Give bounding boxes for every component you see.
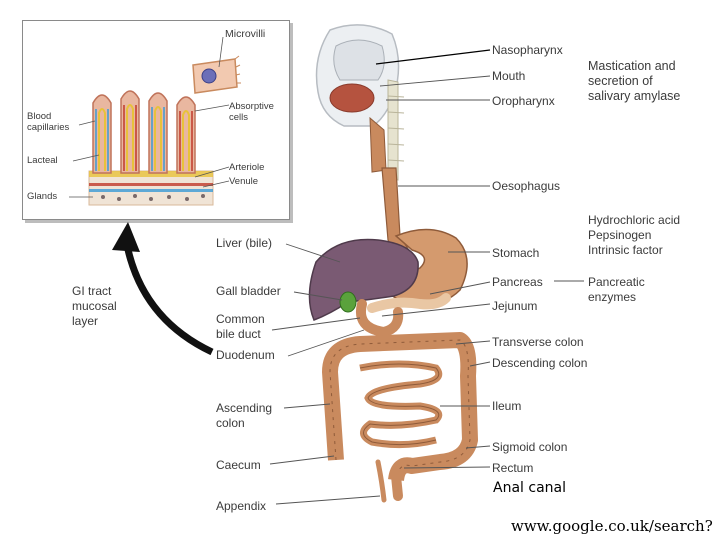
mouth-label: Mouth: [492, 69, 526, 83]
transverse-colon-label: Transverse colon: [492, 335, 584, 349]
anal-canal-label: Anal canal: [493, 480, 566, 496]
lacteal-label: Lacteal: [27, 155, 58, 166]
arrow-head-icon: [112, 222, 140, 252]
source-url[interactable]: www.google.co.uk/search?: [511, 517, 713, 535]
glands-dots: [101, 194, 205, 201]
gall-bladder-label: Gall bladder: [216, 284, 281, 298]
microvilli-label: Microvilli: [225, 28, 266, 40]
oropharynx-label: Oropharynx: [492, 94, 555, 108]
mucosal-arrow: [122, 239, 214, 356]
head-illustration: [315, 24, 405, 181]
mucosal-layer-illustration: [69, 36, 241, 206]
stomach-secretions-label: Hydrochloric acid Pepsinogen Intrinsic f…: [588, 213, 681, 257]
jejunum-label: Jejunum: [492, 299, 538, 313]
villi: [92, 90, 196, 174]
stomach-label: Stomach: [492, 246, 540, 260]
ileum-label: Ileum: [492, 399, 522, 413]
pancreatic-enzymes-label: Pancreatic enzymes: [588, 275, 645, 304]
liver-label: Liver (bile): [216, 236, 273, 250]
duodenum-shape: [356, 299, 404, 338]
rectum-label: Rectum: [492, 461, 534, 475]
arteriole-label: Arteriole: [229, 162, 265, 173]
venule-label: Venule: [229, 176, 259, 187]
absorptive-cells-label: Absorptive cells: [229, 101, 274, 123]
leader-lines: [269, 49, 584, 505]
gall-bladder-shape: [339, 291, 357, 313]
appendix-label: Appendix: [216, 499, 267, 513]
liver-shape: [308, 238, 419, 321]
tongue: [329, 83, 375, 113]
pancreas-label: Pancreas: [492, 275, 543, 289]
ascending-colon-label: Ascending colon: [216, 401, 273, 430]
pancreas-shape: [367, 293, 451, 313]
glands-label: Glands: [27, 191, 58, 202]
rectum-shape: [391, 471, 403, 501]
blood-capillaries-label: Blood capillaries: [27, 111, 70, 133]
pharynx: [369, 116, 387, 173]
caecum-label: Caecum: [216, 458, 261, 472]
mucosal-layer-label: GI tract mucosal layer: [72, 284, 117, 328]
nasopharynx-label: Nasopharynx: [492, 43, 563, 57]
sigmoid-colon-label: Sigmoid colon: [492, 440, 568, 454]
mastication-function-label: Mastication and secretion of salivary am…: [588, 59, 681, 103]
mucosal-layer-inset: Microvilli Absorptive cells Blood capill…: [22, 20, 290, 220]
small-intestine-shape: [359, 360, 443, 449]
descending-colon-label: Descending colon: [492, 356, 588, 370]
common-bile-duct-label: Common bile duct: [216, 312, 265, 341]
duodenum-label: Duodenum: [216, 348, 275, 362]
oesophagus-label: Oesophagus: [492, 179, 561, 193]
absorptive-cell-icon: [192, 55, 241, 94]
appendix-shape: [375, 459, 387, 503]
